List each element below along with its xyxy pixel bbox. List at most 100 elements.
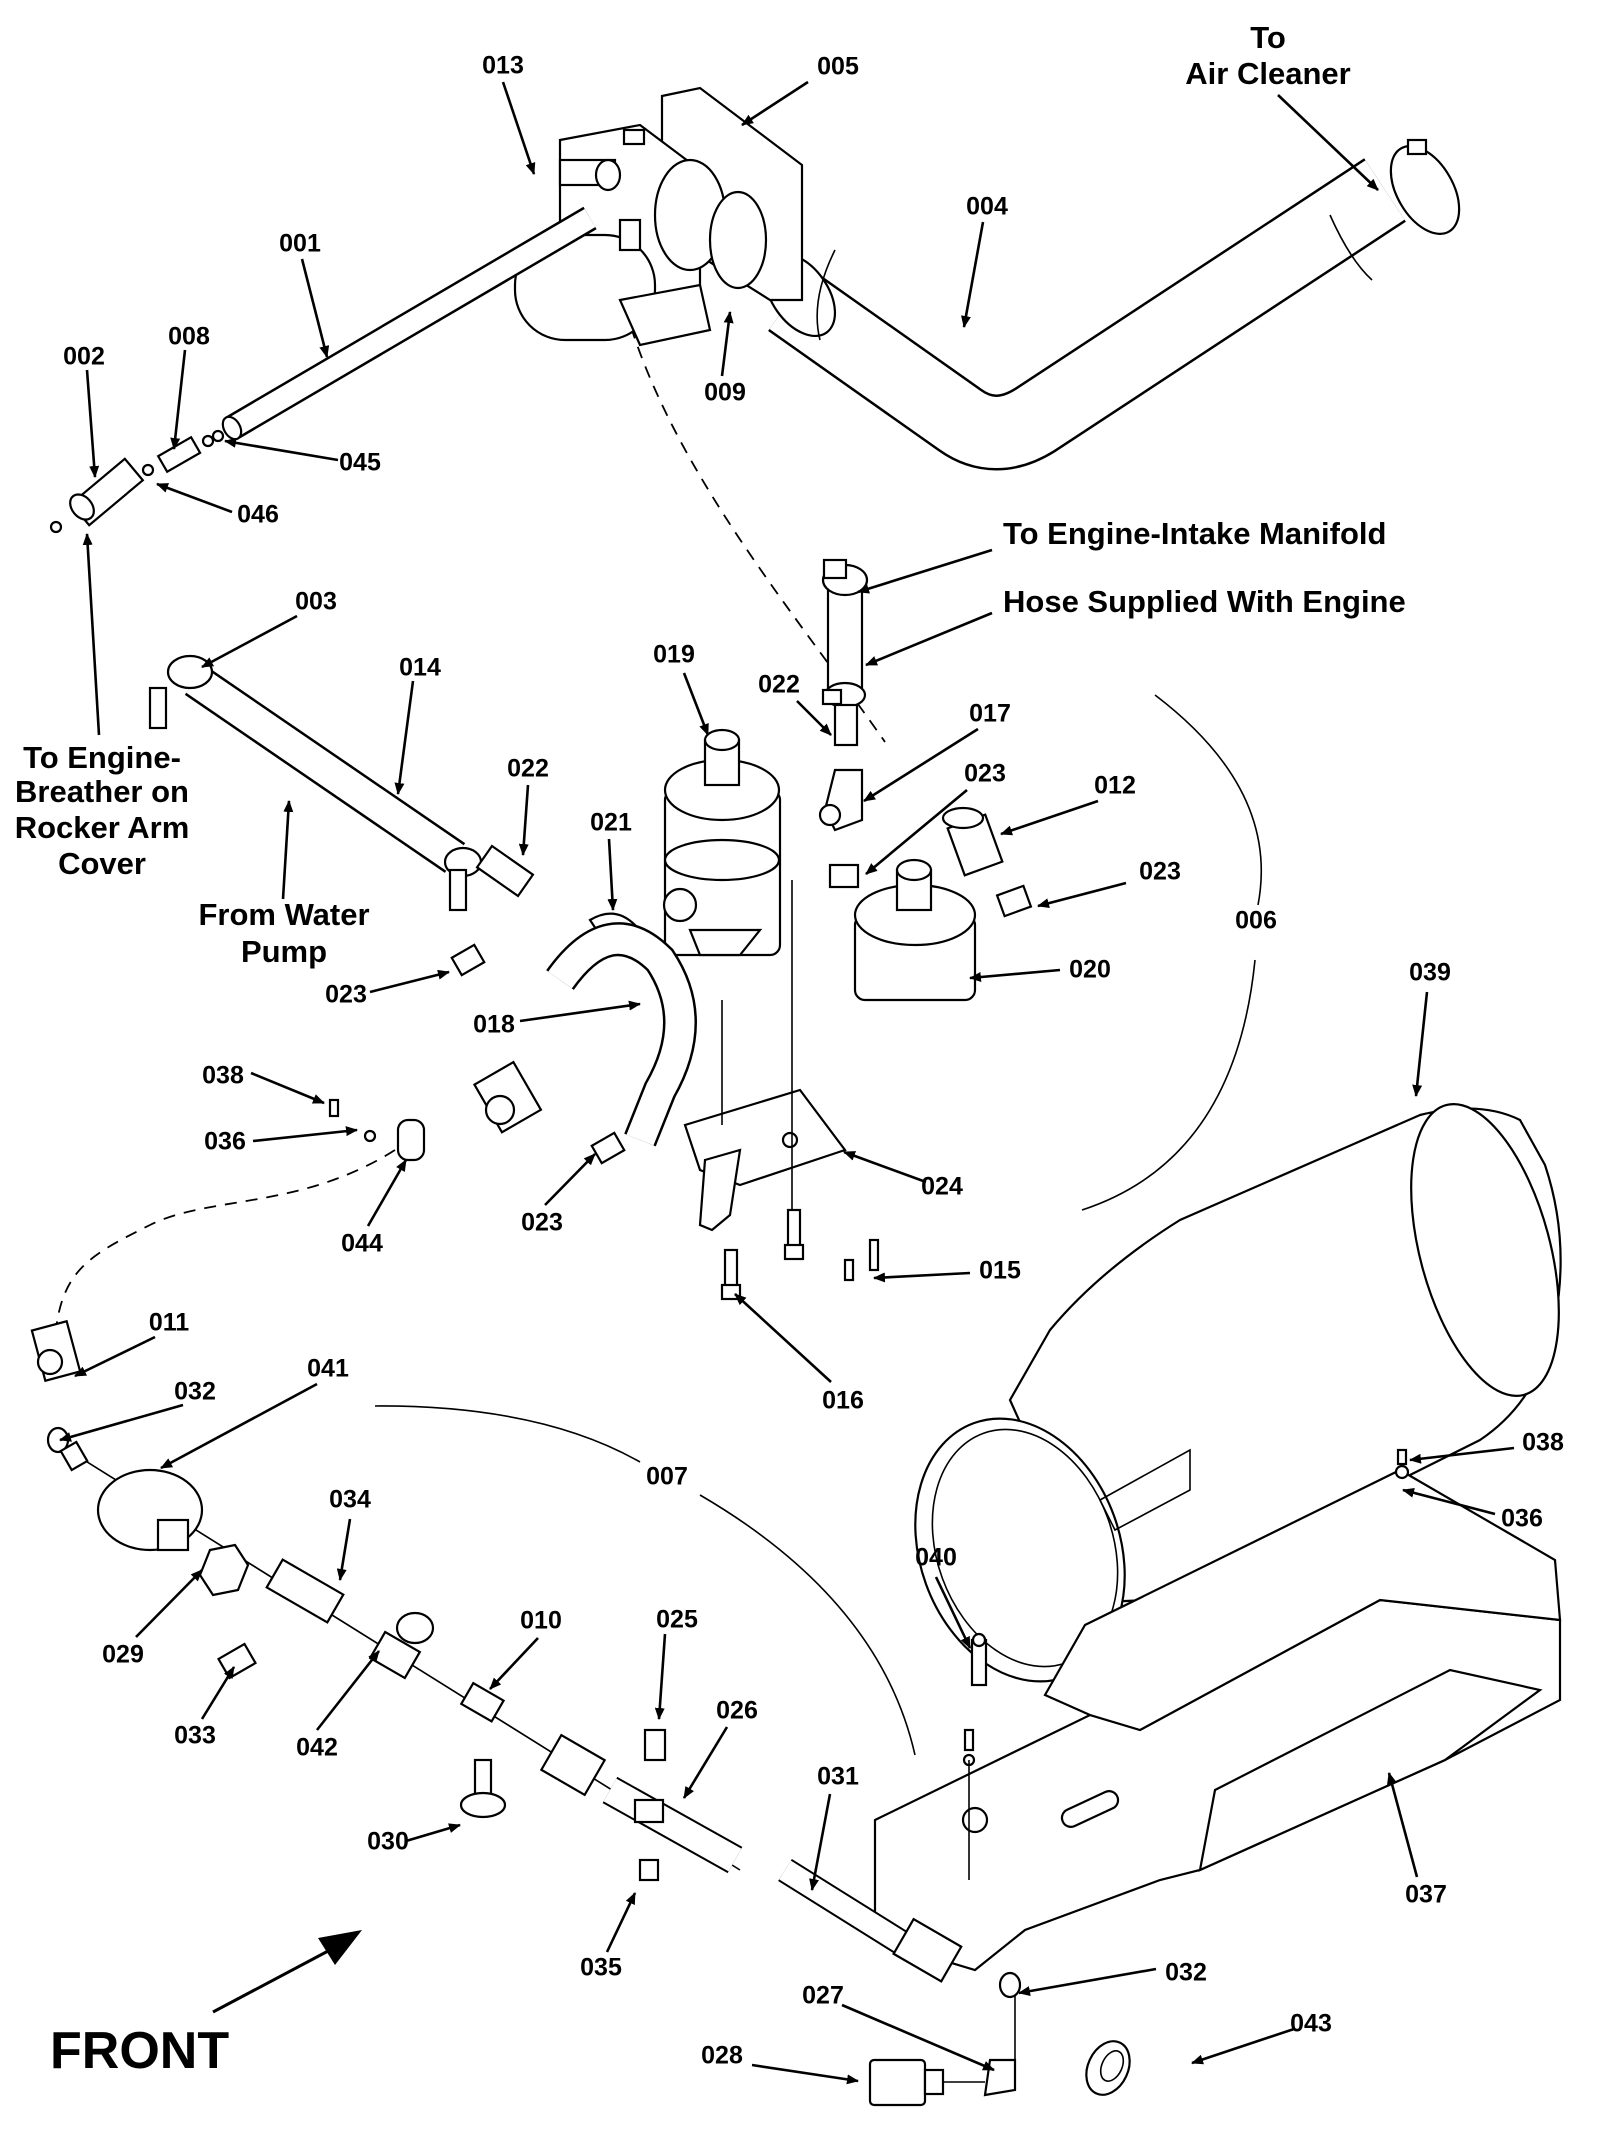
air-hose-004 [763, 158, 1406, 471]
hose-018 [546, 922, 697, 1147]
leader-arrow [682, 1726, 729, 1799]
leader-arrow [74, 1335, 156, 1378]
leader-arrow [519, 1000, 641, 1023]
leader-arrow [85, 369, 100, 478]
callout-label: 023 [964, 760, 1006, 788]
callout-label: 024 [921, 1173, 963, 1201]
screws-038-036-040 [962, 1448, 1410, 1880]
leader-arrow [720, 311, 734, 377]
callout-label: 045 [339, 449, 381, 477]
tee-042 [368, 1630, 422, 1680]
mixer-assembly-005 [513, 86, 804, 347]
regulator-020 [853, 858, 977, 1002]
leader-arrow [170, 349, 187, 450]
leader-arrow [250, 1071, 325, 1105]
callout-label: 040 [915, 1544, 957, 1572]
fitting-028 [868, 2058, 927, 2107]
callout-label: 023 [1139, 858, 1181, 886]
tray-037 [873, 1468, 1562, 1972]
leader-arrow [751, 2063, 859, 2085]
breather-note-4: Cover [58, 846, 146, 881]
arc-006b [1081, 959, 1256, 1211]
leader-arrow [1412, 991, 1429, 1097]
leader-arrow [841, 2003, 995, 2072]
callout-label: 029 [102, 1641, 144, 1669]
leader-arrow [1409, 1446, 1515, 1464]
leader-arrow [654, 1633, 667, 1720]
callout-label: 021 [590, 809, 632, 837]
front-label: FRONT [50, 2022, 229, 2080]
leader-arrow [156, 482, 233, 514]
dashed-fuel-route [54, 1149, 396, 1341]
water-hose-014 [148, 654, 535, 912]
callout-label: 038 [1522, 1429, 1564, 1457]
callout-label: 033 [174, 1722, 216, 1750]
fitting-033 [217, 1642, 257, 1680]
callout-label: 036 [204, 1128, 246, 1156]
callout-label: 027 [802, 1982, 844, 2010]
callout-label: 017 [969, 700, 1011, 728]
callout-label: 003 [295, 588, 337, 616]
callout-label: 026 [716, 1697, 758, 1725]
callout-label: 009 [704, 379, 746, 407]
leader-arrow [1191, 2027, 1295, 2065]
leader-arrow [336, 1518, 352, 1581]
callout-label: 030 [367, 1828, 409, 1856]
callout-label: 005 [817, 53, 859, 81]
tee-010 [459, 1681, 506, 1723]
fitting-011-upper [472, 1060, 543, 1134]
leader-arrow [682, 672, 710, 736]
leader-arrow [160, 1382, 318, 1470]
leader-arrow [796, 700, 832, 736]
breather-note-3: Rocker Arm [15, 810, 190, 845]
water-pump-note-2: Pump [241, 934, 327, 969]
leader-arrow [135, 1569, 203, 1638]
breather-note-2: Breather on [15, 774, 189, 809]
callout-label: 019 [653, 641, 695, 669]
leader-arrow [369, 969, 450, 994]
arc-006 [1154, 694, 1262, 906]
leader-arrow [865, 789, 968, 875]
callout-label: 041 [307, 1355, 349, 1383]
leader-arrow [1037, 881, 1127, 909]
grommet-043 [1085, 2040, 1131, 2096]
callout-label: 014 [399, 654, 441, 682]
leader-arrow [1000, 799, 1099, 836]
clamp-026 [633, 1798, 665, 1824]
leader-arrow [252, 1126, 358, 1143]
callout-label: 015 [979, 1257, 1021, 1285]
annotation-leader-arrow [1277, 94, 1379, 191]
nut-029 [198, 1543, 250, 1597]
callout-label: 023 [325, 981, 367, 1009]
callout-label: 037 [1405, 1881, 1447, 1909]
callout-label: 044 [341, 1230, 383, 1258]
leader-arrow [489, 1637, 539, 1690]
callout-label: 022 [758, 671, 800, 699]
water-pump-note-1: From Water [198, 897, 369, 932]
leader-arrow [366, 1159, 408, 1227]
breather-note-1: To Engine- [23, 740, 181, 775]
fuel-line-031 [778, 1858, 1131, 2107]
callout-label: 034 [329, 1486, 371, 1514]
screws-015-016 [720, 1208, 880, 1301]
leader-arrow [961, 221, 985, 328]
leader-arrow [59, 1403, 184, 1442]
callout-label: 011 [149, 1309, 189, 1337]
screw-025 [643, 1728, 667, 1762]
fitting-012 [941, 806, 1004, 877]
callout-label: 023 [521, 1209, 563, 1237]
hose-002 [49, 457, 155, 534]
callout-label: 018 [473, 1011, 515, 1039]
callout-label: 032 [174, 1378, 216, 1406]
leader-arrow [315, 1650, 381, 1731]
callout-label: 022 [507, 755, 549, 783]
callout-label: 006 [1235, 907, 1277, 935]
callout-label: 013 [482, 52, 524, 80]
annotation-leader-arrow [865, 611, 993, 667]
regulator-019 [662, 728, 782, 957]
callout-label: 002 [63, 343, 105, 371]
annotation-leader-arrow [857, 548, 993, 594]
elbow-017 [818, 768, 864, 832]
arc-007b [699, 1494, 916, 1756]
